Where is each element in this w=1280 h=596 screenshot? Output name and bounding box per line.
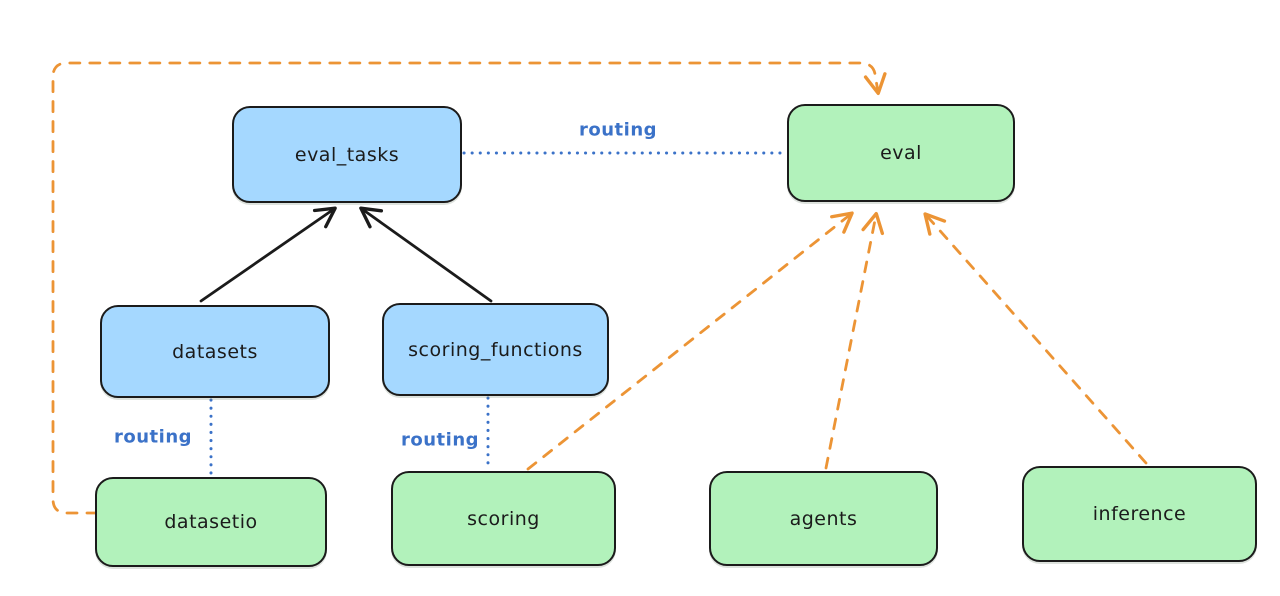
- node-inference-label: inference: [1092, 503, 1187, 525]
- node-scoring-label: scoring: [467, 507, 540, 530]
- edge-scoring-functions-to-eval-tasks: [359, 206, 493, 303]
- node-eval-label: eval: [880, 142, 922, 164]
- node-eval: eval: [787, 104, 1015, 202]
- node-scoring: scoring: [391, 471, 616, 566]
- node-datasets-label: datasets: [172, 340, 258, 363]
- node-agents-label: agents: [789, 507, 858, 530]
- edge-label-routing-scoring: routing: [400, 429, 480, 451]
- edge-inference-to-eval: [923, 212, 1148, 465]
- node-datasetio-label: datasetio: [164, 511, 258, 533]
- node-inference: inference: [1022, 466, 1257, 562]
- node-scoring-functions-label: scoring_functions: [408, 338, 583, 361]
- edge-label-routing-top: routing: [578, 119, 658, 141]
- edge-label-routing-datasets: routing: [113, 426, 193, 448]
- node-datasets: datasets: [100, 305, 330, 398]
- node-scoring-functions: scoring_functions: [382, 303, 609, 396]
- node-datasetio: datasetio: [95, 477, 327, 567]
- edge-agents-to-eval: [824, 211, 885, 470]
- node-eval-tasks-label: eval_tasks: [294, 143, 400, 166]
- node-agents: agents: [709, 471, 938, 566]
- node-eval-tasks: eval_tasks: [232, 106, 462, 203]
- edge-datasets-to-eval-tasks: [199, 206, 337, 303]
